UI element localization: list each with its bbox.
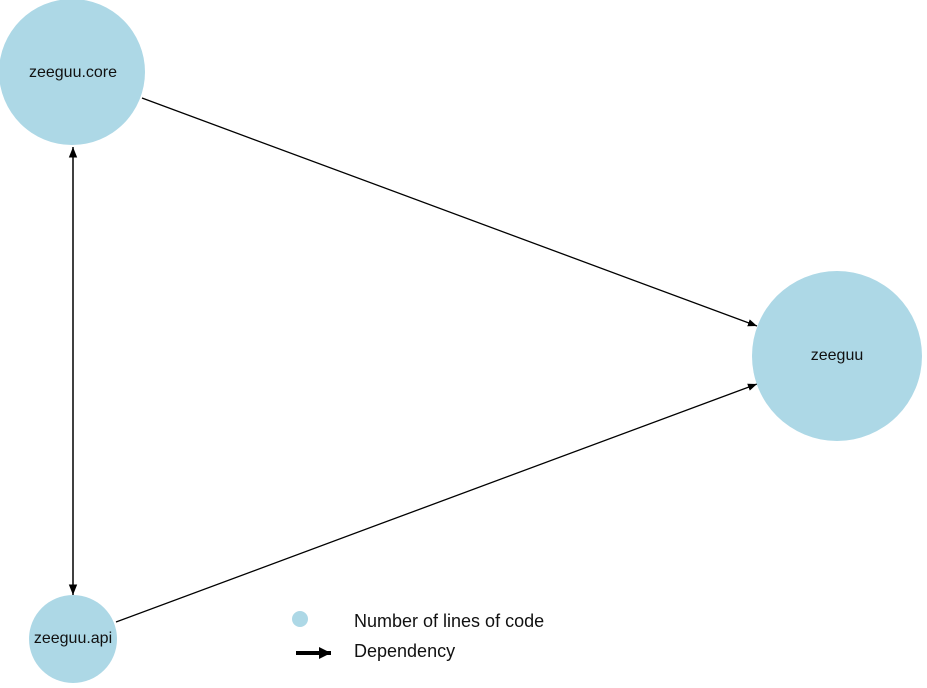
legend-size-marker: [292, 611, 308, 627]
node-label: zeeguu.api: [34, 630, 112, 647]
node-zeeguu-core[interactable]: zeeguu.core: [0, 0, 145, 145]
legend-dependency-label: Dependency: [354, 641, 455, 661]
edge-core-to-zeeguu: [141, 97, 758, 327]
node-circle: [0, 0, 145, 145]
edge-api-to-zeeguu: [115, 383, 758, 623]
node-zeeguu[interactable]: zeeguu: [752, 271, 922, 441]
legend-size-label: Number of lines of code: [354, 611, 544, 631]
node-label: zeeguu: [811, 347, 864, 364]
legend: Number of lines of code Dependency: [292, 611, 544, 661]
node-zeeguu-api[interactable]: zeeguu.api: [29, 595, 117, 683]
node-circle: [752, 271, 922, 441]
node-label: zeeguu.core: [29, 64, 117, 81]
node-circle: [29, 595, 117, 683]
